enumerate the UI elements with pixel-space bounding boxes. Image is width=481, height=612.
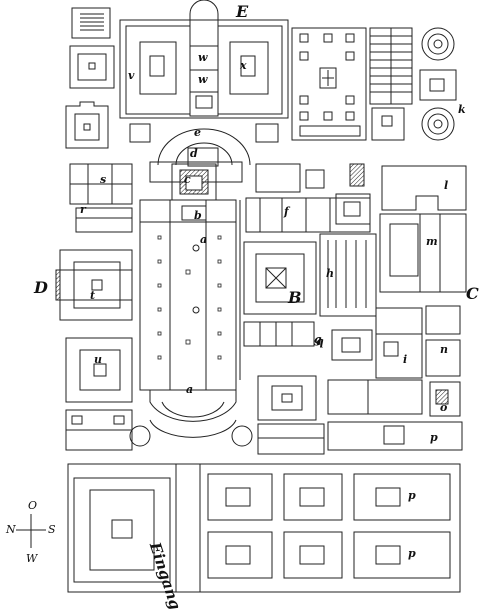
church [129,161,253,447]
building-q [243,321,315,347]
label-e: e [194,126,201,139]
label-a-apse: a [186,383,194,396]
label-w2: w [198,73,208,86]
label-section-k: k [458,103,466,116]
house-top-left-1 [71,7,111,39]
physic-garden [291,27,367,141]
apse-e [157,128,251,167]
compass-north: N [6,523,16,536]
building-s [69,163,133,233]
building-p-east [327,421,463,451]
label-section-e: E [236,2,249,21]
building-t [55,249,133,321]
garden-enclosure [67,463,461,593]
cemetery-plots [207,473,451,579]
compass-west: W [26,552,38,565]
cloister-b [243,241,317,315]
compass-south: S [48,523,56,536]
label-o: o [440,401,448,414]
label-s: s [100,173,107,186]
label-w1: w [198,51,208,64]
building-lower-mid-2 [257,423,325,455]
label-r: r [80,203,86,216]
label-section-c: C [466,284,479,303]
label-m: m [426,235,438,248]
church-columns [157,235,222,360]
label-v: v [128,69,135,82]
label-section-d: D [34,278,48,297]
label-f: f [284,205,289,218]
building-m [379,213,467,293]
building-lower-mid-1 [257,375,317,421]
label-p-south2: p [408,547,416,560]
compass-cross [16,514,46,548]
label-x: x [240,59,247,72]
label-l: l [444,179,449,192]
house-top-left-3 [65,101,109,149]
label-i: i [403,353,408,366]
vegetable-garden [369,27,413,141]
label-d: d [190,147,198,160]
label-t: t [90,289,96,302]
building-n-o [425,305,461,417]
label-c: c [184,173,191,186]
block-e [119,0,289,143]
label-h: h [326,267,334,280]
compass-east: O [28,499,38,512]
label-a-altar: a [200,233,208,246]
label-b: b [194,209,202,222]
label-section-b: B [288,288,302,307]
label-p-east: p [430,431,438,444]
label-q: q [316,335,324,348]
building-right-lower [327,379,423,415]
building-f-strip [245,163,371,233]
towers-k [419,27,457,141]
house-top-left-2 [69,45,115,89]
label-u: u [94,353,102,366]
label-p-south1: p [408,489,416,502]
building-l [381,165,467,211]
label-g: g [314,333,322,346]
label-n: n [440,343,448,356]
building-i [331,307,423,379]
building-h [319,233,377,317]
